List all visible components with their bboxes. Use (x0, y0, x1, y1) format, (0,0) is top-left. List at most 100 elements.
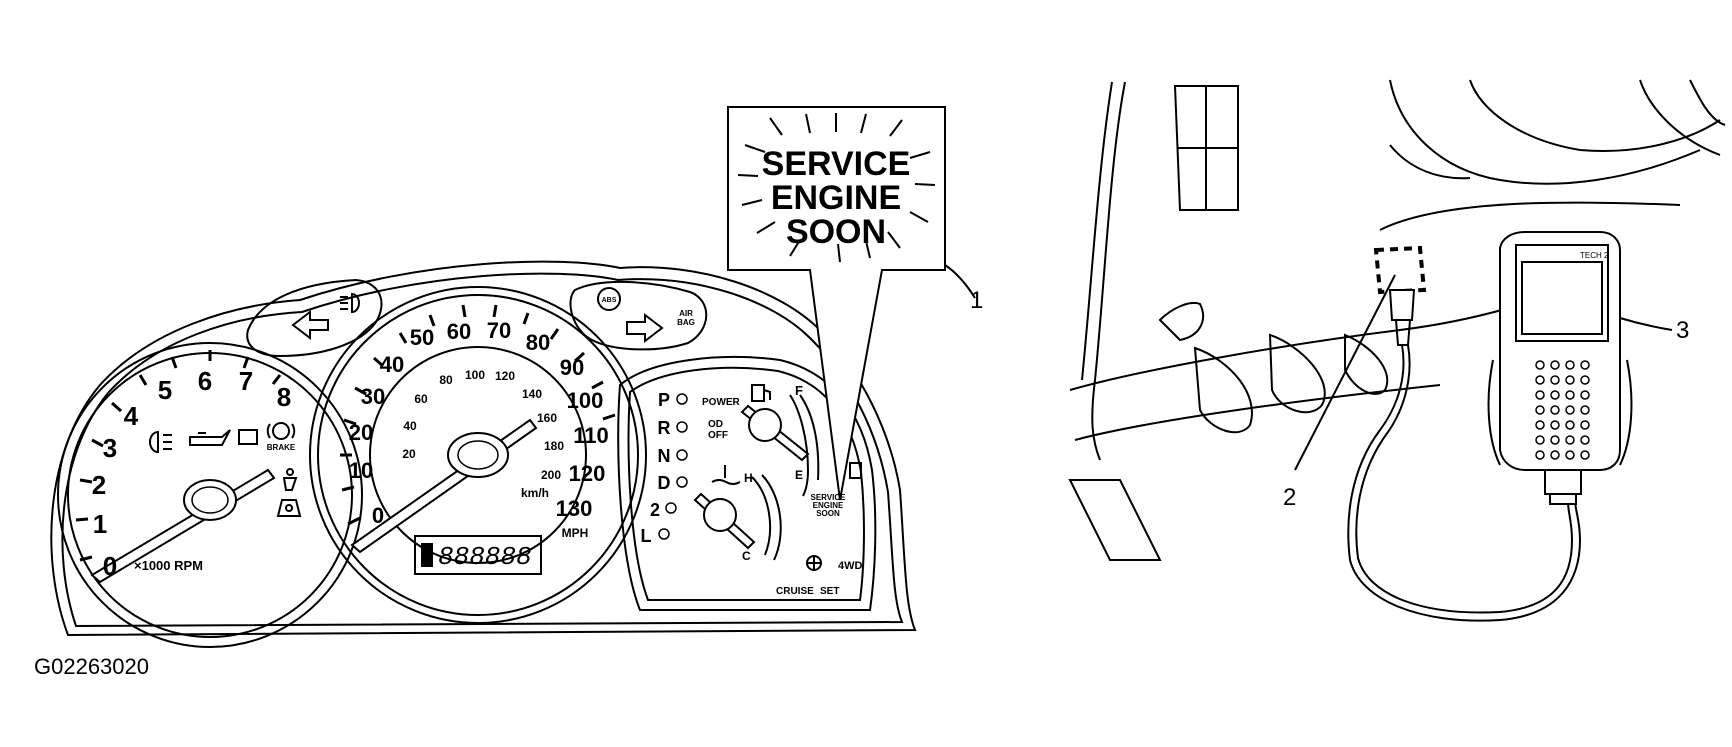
odometer-digits: 888888 (438, 542, 532, 572)
temp-hot-label: H (744, 471, 753, 485)
tachometer-ticks (75, 350, 282, 562)
temperature-gauge (693, 474, 782, 561)
mph-50: 50 (410, 325, 434, 350)
mph-60: 60 (447, 319, 471, 344)
battery-icon (238, 429, 258, 445)
tachometer-needle (90, 468, 276, 584)
callout-warning-box (727, 106, 946, 501)
airbag-line-2: BAG (677, 318, 695, 327)
set-label: SET (820, 586, 839, 597)
mph-40: 40 (380, 352, 404, 377)
cluster-housing (50, 260, 917, 637)
ses-small-line-1: SERVICE (811, 493, 847, 502)
kmh-140: 140 (522, 387, 542, 401)
tach-number-8: 8 (277, 382, 291, 412)
airbag-line-1: AIR (679, 309, 693, 318)
data-link-connector (1373, 245, 1427, 295)
warning-lamps (149, 287, 862, 571)
mph-10: 10 (349, 458, 373, 483)
callout-number-3: 3 (1676, 317, 1689, 344)
mph-110: 110 (573, 423, 609, 448)
odometer-display (414, 535, 542, 575)
turn-signal-pod-right (569, 280, 708, 351)
mph-unit: MPH (562, 526, 589, 540)
speedometer-ticks (340, 304, 616, 526)
mph-20: 20 (349, 420, 373, 445)
mph-30: 30 (361, 384, 385, 409)
leader-line-3 (1619, 317, 1673, 331)
od-off-line-1: OD (708, 419, 723, 430)
gear-d: D (658, 473, 671, 493)
od-off-line-2: OFF (708, 430, 728, 441)
mph-130: 130 (556, 496, 593, 521)
tach-number-6: 6 (198, 366, 212, 396)
fuel-full-label: F (795, 383, 803, 398)
tach-number-1: 1 (93, 509, 107, 539)
leader-line-2 (1294, 274, 1396, 471)
kmh-180: 180 (544, 439, 564, 453)
door-ajar-icon (276, 499, 302, 517)
kmh-120: 120 (495, 369, 515, 383)
instrument-cluster (50, 260, 917, 648)
kmh-200: 200 (541, 468, 561, 482)
brake-icon (266, 422, 296, 440)
tach-number-4: 4 (124, 401, 139, 431)
kmh-unit: km/h (521, 486, 549, 500)
temp-cold-label: C (742, 549, 751, 563)
mph-70: 70 (487, 318, 511, 343)
gear-r: R (658, 418, 671, 438)
power-label: POWER (702, 397, 741, 408)
ses-small-line-2: ENGINE (813, 501, 844, 510)
fuel-empty-label: E (795, 468, 803, 482)
abs-label: ABS (602, 297, 617, 304)
callout-line-2: ENGINE (771, 179, 901, 217)
tach-number-2: 2 (92, 470, 106, 500)
speedometer-needle (350, 418, 538, 554)
pedals (1068, 333, 1389, 561)
ses-small-line-3: SOON (816, 509, 840, 518)
fuel-pump-icon (751, 384, 771, 402)
speedometer (309, 286, 647, 624)
gear-indicator-lamps (658, 393, 688, 540)
gear-p: P (658, 390, 670, 410)
cruise-label: CRUISE (776, 586, 814, 597)
mph-0: 0 (372, 503, 384, 528)
callout-line-1: SERVICE (762, 145, 911, 183)
tach-number-7: 7 (239, 366, 253, 396)
dashboard-underside (1069, 79, 1726, 461)
gear-l: L (641, 526, 652, 546)
right-turn-arrow-icon (626, 312, 664, 344)
callout-number-1: 1 (970, 287, 983, 314)
kmh-100: 100 (465, 368, 485, 382)
four-wd-label: 4WD (838, 560, 863, 572)
tach-number-0: 0 (103, 551, 117, 581)
gear-n: N (658, 446, 671, 466)
kmh-60: 60 (414, 392, 428, 406)
burst-rays (737, 113, 936, 263)
gear-2: 2 (650, 500, 660, 520)
kmh-160: 160 (537, 411, 557, 425)
high-beam-icon (340, 292, 360, 314)
kmh-40: 40 (403, 419, 417, 433)
headlight-icon (149, 430, 172, 454)
scan-tool (1487, 231, 1633, 505)
kmh-20: 20 (402, 447, 416, 461)
tachometer (57, 342, 363, 648)
oil-pressure-icon (189, 429, 231, 446)
callout-line-3: SOON (786, 213, 886, 251)
mph-120: 120 (569, 461, 606, 486)
tach-unit: ×1000 RPM (134, 558, 203, 573)
kmh-80: 80 (439, 373, 453, 387)
seatbelt-icon (282, 468, 298, 491)
callout-number-2: 2 (1283, 484, 1296, 511)
mph-80: 80 (526, 330, 550, 355)
tach-number-5: 5 (158, 375, 172, 405)
leader-line-1 (944, 264, 976, 299)
mph-90: 90 (560, 355, 584, 380)
four-wd-icon (806, 555, 822, 571)
abs-lamp-icon (597, 287, 621, 311)
fuel-temp-panel (617, 356, 877, 611)
mph-100: 100 (567, 388, 604, 413)
brake-label: BRAKE (267, 443, 296, 452)
